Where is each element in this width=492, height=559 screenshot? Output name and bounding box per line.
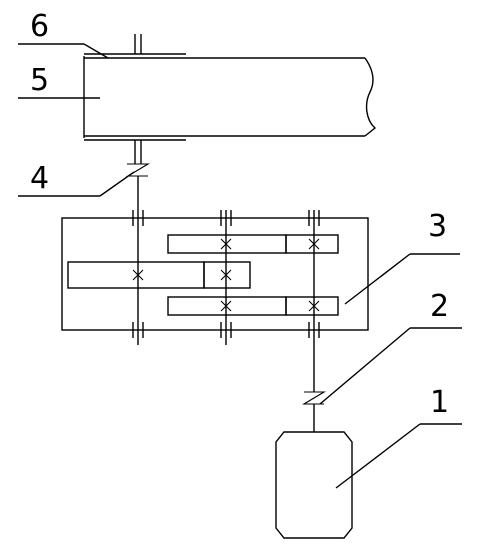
label-4: 4 [30, 161, 49, 196]
coupling-low-speed [302, 391, 326, 432]
belt [84, 53, 186, 141]
coupling-high-speed [126, 140, 150, 210]
label-1: 1 [430, 385, 449, 420]
drum-shaft-top [134, 34, 142, 54]
motor [275, 431, 353, 539]
leader-lines [18, 43, 462, 489]
gearbox-housing [61, 217, 369, 331]
bearings [132, 210, 320, 338]
upper-gear-pair [167, 234, 339, 254]
lower-gear-pair [167, 296, 339, 316]
label-5: 5 [30, 63, 49, 98]
middle-gear-pair [67, 261, 251, 289]
label-2: 2 [430, 289, 449, 324]
label-6: 6 [30, 9, 49, 44]
label-3: 3 [428, 209, 447, 244]
conveyor-drum [83, 56, 377, 138]
